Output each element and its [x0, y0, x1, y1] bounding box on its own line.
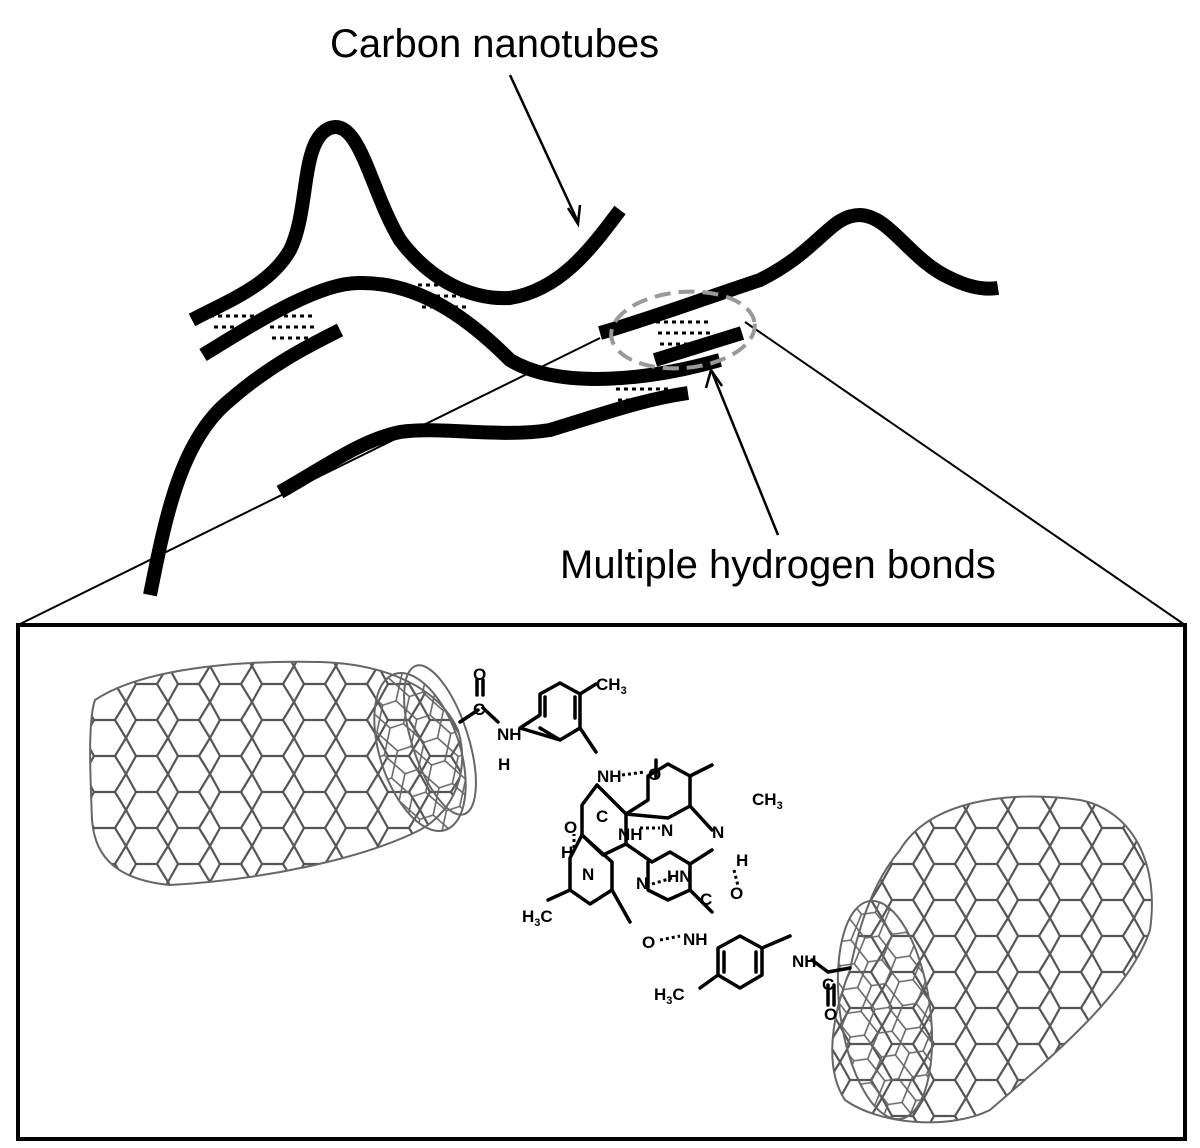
hydrogen-bonds-label: Multiple hydrogen bonds [560, 543, 996, 587]
highlight-ellipse [609, 289, 757, 371]
atom-n2: N [712, 823, 724, 842]
right-nanotube-illustration [831, 795, 1153, 1124]
atom-nh3: NH [618, 825, 643, 844]
nanotube-strand-right [598, 208, 1000, 340]
molecule-hydrogen-bonds [572, 770, 740, 942]
atom-o3: O [564, 818, 577, 837]
nanotube-strands [143, 120, 1000, 597]
atom-hn: HN [667, 867, 692, 886]
nanotube-strand-lower [276, 386, 690, 499]
hydrogen-bond-ladders [210, 283, 716, 402]
molecule-bonds [458, 678, 852, 1007]
zoom-line-right [744, 321, 1186, 626]
label-arrows [508, 74, 780, 536]
atom-ch3-top: CH3 [596, 675, 627, 697]
atom-h3c-left: H3C [522, 907, 553, 929]
carbon-nanotubes-arrow [508, 74, 580, 223]
carbon-nanotubes-arrowhead [566, 204, 582, 228]
atom-nh5: NH [792, 952, 817, 971]
nanotube-strand-middle [199, 275, 722, 386]
hydrogen-bonds-arrowhead [704, 367, 724, 389]
atom-c2: C [596, 807, 608, 826]
carbon-nanotubes-label: Carbon nanotubes [330, 22, 659, 66]
nanotube-strand-short [652, 326, 745, 367]
atom-n3: N [582, 865, 594, 884]
atom-o5: O [642, 933, 655, 952]
nanotube-strand-peak [188, 120, 626, 327]
atom-h3c-lower: H3C [654, 985, 685, 1007]
atom-c3: C [700, 890, 712, 909]
atom-n4: N [636, 874, 648, 893]
atom-c4: C [822, 975, 834, 994]
atom-n1: N [661, 821, 673, 840]
left-nanotube-illustration [89, 660, 477, 887]
atom-h3: H [736, 851, 748, 870]
hydrogen-bonds-arrow [710, 371, 780, 536]
atom-c1: C [473, 700, 485, 719]
atom-o6: O [824, 1005, 837, 1024]
atom-nh1: NH [497, 725, 522, 744]
atom-o2: O [648, 765, 661, 784]
atom-o1: O [473, 665, 486, 684]
atom-nh2: NH [597, 767, 622, 786]
atom-h2: H [561, 843, 573, 862]
molecule-atom-labels: O C NH H CH3 NH O CH3 O C NH N N H H N N… [473, 665, 837, 1024]
atom-h1: H [498, 755, 510, 774]
atom-ch3-right: CH3 [752, 790, 783, 812]
atom-nh4: NH [683, 930, 708, 949]
atom-o4: O [730, 884, 743, 903]
nanotube-strand-lower-long [143, 323, 344, 597]
